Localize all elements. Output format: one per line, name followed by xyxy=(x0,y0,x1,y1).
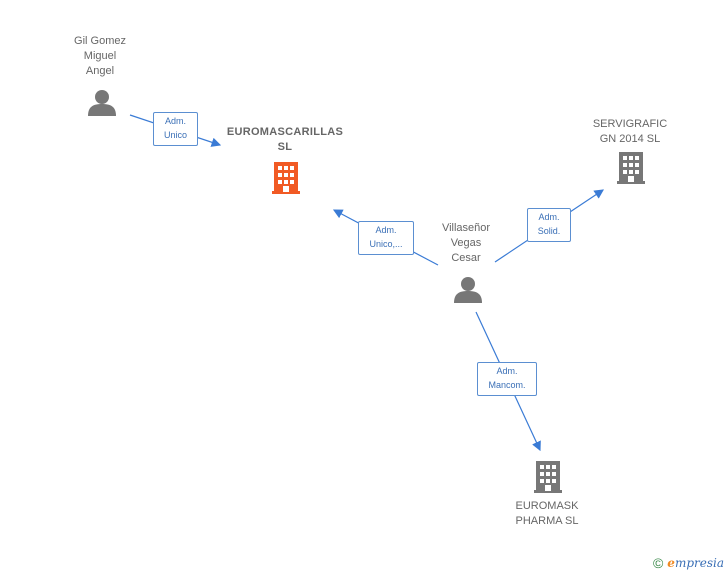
edge-label: Adm. Solid. xyxy=(527,208,571,242)
node-label-euromascarillas[interactable]: EUROMASCARILLAS SL xyxy=(226,126,344,153)
building-icon[interactable] xyxy=(272,162,300,194)
node-label-euromask[interactable]: EUROMASK PHARMA SL xyxy=(515,500,579,527)
building-icon[interactable] xyxy=(534,461,562,493)
building-icon[interactable] xyxy=(617,152,645,184)
footer-brand: © empresia xyxy=(653,555,724,571)
node-label-servigrafic[interactable]: SERVIGRAFIC GN 2014 SL xyxy=(592,118,668,145)
person-icon[interactable] xyxy=(454,277,482,303)
empresia-logo[interactable]: empresia xyxy=(667,556,724,570)
node-label-villasenor[interactable]: Villaseñor Vegas Cesar xyxy=(441,222,491,264)
person-icon[interactable] xyxy=(88,90,116,116)
edge-label: Adm. Unico,... xyxy=(358,221,414,255)
node-label-gil[interactable]: Gil Gomez Miguel Angel xyxy=(74,35,126,77)
copyright-icon: © xyxy=(652,555,664,571)
edge-label: Adm. Unico xyxy=(153,112,198,146)
edge-label: Adm. Mancom. xyxy=(477,362,537,396)
